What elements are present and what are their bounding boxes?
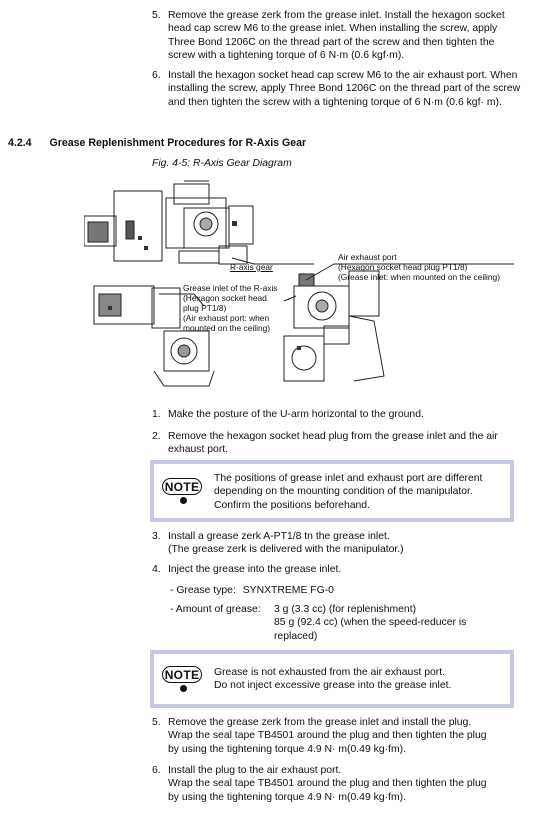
step-text: Remove the grease zerk from the grease i… (168, 716, 522, 756)
step-line: Wrap the seal tape TB4501 around the plu… (168, 778, 487, 790)
grease-amount-values: 3 g (3.3 cc) (for replenishment) 85 g (9… (274, 603, 514, 643)
step-line: Install a grease zerk A-PT1/8 tn the gre… (168, 531, 390, 542)
step-text: Remove the hexagon socket head plug from… (168, 431, 498, 456)
note-dot (179, 497, 187, 504)
section-heading: 4.2.4 Grease Replenishment Procedures fo… (8, 137, 306, 150)
grease-type-row: - Grease type: SYNXTREME FG-0 (170, 584, 334, 597)
label-line: (Air exhaust port: when (183, 313, 270, 323)
step-text: Remove the grease zerk from the grease i… (168, 10, 505, 61)
label-line: plug PT1/8) (183, 303, 227, 313)
step-text: Inject the grease into the grease inlet. (168, 563, 522, 576)
grease-type-label: - Grease type: (170, 585, 236, 596)
step-number: 4. (152, 564, 161, 575)
amount-line: 3 g (3.3 cc) (for replenishment) (274, 604, 417, 615)
note-box-exhaust: NOTE Grease is not exhausted from the ai… (150, 650, 514, 708)
label-line: mounted on the ceiling) (183, 323, 271, 333)
step-number: 3. (152, 531, 161, 542)
step-number: 6. (152, 765, 161, 776)
step-number: 2. (152, 431, 161, 442)
step-text: Install a grease zerk A-PT1/8 tn the gre… (168, 530, 522, 557)
lower-gear (170, 337, 198, 365)
gear-circle (193, 211, 219, 237)
step-text: Make the posture of the U-arm horizontal… (168, 409, 424, 420)
step-number: 1. (152, 409, 161, 420)
note-dot (179, 685, 187, 692)
amount-line: replaced) (274, 630, 318, 642)
section-number: 4.2.4 (8, 137, 32, 149)
step-line: by using the tightening torque 4.9 N· m(… (168, 743, 406, 755)
note-text: The positions of grease inlet and exhaus… (214, 472, 502, 512)
step-text: Install the hexagon socket head cap scre… (168, 70, 521, 108)
label-grease-inlet: Grease inlet of the R-axis (Hexagon sock… (183, 283, 278, 333)
step-line: (The grease zerk is delivered with the m… (168, 544, 404, 556)
step-number: 5. (152, 717, 161, 728)
grease-amount-label: - Amount of grease: (170, 604, 261, 615)
step-text: Install the plug to the air exhaust port… (168, 764, 522, 804)
label-line: (Grease inlet: when mounted on the ceili… (338, 272, 501, 282)
label-r-axis-gear: R-axis gear (230, 262, 273, 272)
note-icon: NOTE (162, 478, 204, 504)
note-box-mounting: NOTE The positions of grease inlet and e… (150, 460, 514, 522)
step-number: 5. (152, 10, 161, 21)
figure-caption: Fig. 4-5: R-Axis Gear Diagram (152, 158, 292, 169)
label-line: (Hexagon socket head plug PT1/8) (338, 262, 468, 272)
label-line: Grease inlet of the R-axis (183, 283, 278, 293)
left-body (113, 190, 163, 262)
r-axis-gear-diagram (84, 180, 514, 387)
note-line: depending on the mounting condition of t… (214, 486, 473, 498)
note-line: Do not inject excessive grease into the … (214, 680, 452, 692)
note-badge-label: NOTE (162, 666, 202, 683)
upper-housing (173, 183, 210, 205)
amount-line: 85 g (92.4 cc) (when the speed-reducer i… (274, 617, 467, 629)
step-number: 6. (152, 70, 161, 81)
grease-type-value: SYNXTREME FG-0 (242, 585, 334, 596)
note-line: Grease is not exhausted from the air exh… (214, 667, 446, 678)
step-line: by using the tightening torque 4.9 N· m(… (168, 791, 406, 803)
note-icon: NOTE (162, 666, 204, 692)
note-badge-label: NOTE (162, 478, 202, 495)
note-line: Confirm the positions beforehand. (214, 499, 370, 511)
note-text: Grease is not exhausted from the air exh… (214, 666, 502, 693)
step-line: Inject the grease into the grease inlet. (168, 564, 342, 575)
step-line: Install the plug to the air exhaust port… (168, 765, 342, 776)
label-line: (Hexagon socket head (183, 293, 267, 303)
right-housing (228, 205, 254, 245)
step-line: Remove the grease zerk from the grease i… (168, 717, 472, 728)
upper-body (165, 197, 227, 249)
step-line: Wrap the seal tape TB4501 around the plu… (168, 730, 487, 742)
note-line: The positions of grease inlet and exhaus… (214, 473, 483, 484)
arm-shade (87, 221, 109, 243)
label-line: Air exhaust port (338, 252, 397, 262)
left-arm (84, 215, 117, 247)
section-title: Grease Replenishment Procedures for R-Ax… (49, 137, 307, 149)
lower-left-body (93, 285, 155, 325)
label-air-exhaust: Air exhaust port (Hexagon socket head pl… (338, 252, 500, 282)
